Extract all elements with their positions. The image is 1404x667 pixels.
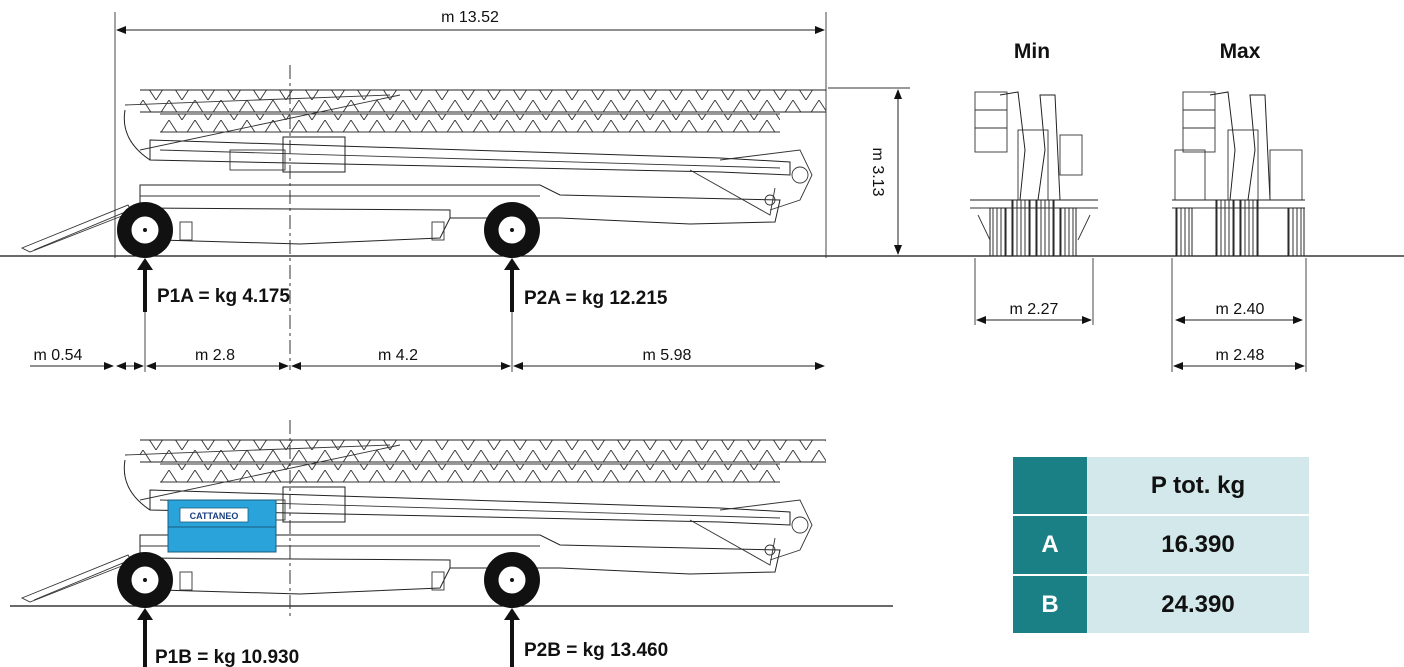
total-weight-table: P tot. kg A 16.390 B 24.390: [1013, 457, 1309, 633]
weight-row-value: 24.390: [1087, 575, 1309, 633]
ballast-logo-text: CATTANEO: [190, 511, 239, 521]
rear-view-min-drawing: [969, 91, 1099, 257]
weight-table-row: A 16.390: [1013, 515, 1309, 576]
side-view-a: m 13.52 m 3.13 P1A = kg 4.175 P2A = kg 1…: [0, 9, 1404, 372]
rear-view-max-title: Max: [1220, 40, 1261, 63]
ballast-logo-plate: [179, 507, 249, 523]
rear-load-label-b: P2B = kg 13.460: [524, 640, 668, 661]
weight-table-corner-cell: [1013, 457, 1087, 516]
height-label: m 3.13: [869, 148, 886, 197]
front-load-label-a: P1A = kg 4.175: [157, 286, 290, 307]
weight-table-header-row: P tot. kg: [1013, 457, 1309, 516]
front-load-label-b: P1B = kg 10.930: [155, 647, 299, 667]
rear-max-overall-label: m 2.48: [1216, 347, 1265, 364]
rear-min-width-label: m 2.27: [1010, 301, 1059, 318]
weight-row-label: A: [1013, 515, 1087, 576]
side-view-b: CATTANEO P1B = kg 10.930 P2B = kg 13.460: [10, 420, 893, 667]
overall-length-label: m 13.52: [441, 9, 499, 26]
dim-label-1: m 2.8: [195, 347, 235, 364]
rear-view-max: Max m 2.40 m 2.48: [1171, 40, 1307, 372]
crane-drawing-a: [21, 89, 827, 259]
rear-view-min-title: Min: [1014, 40, 1050, 63]
dim-label-0: m 0.54: [34, 347, 83, 364]
dim-label-2: m 4.2: [378, 347, 418, 364]
weight-row-label: B: [1013, 575, 1087, 633]
weight-row-value: 16.390: [1087, 515, 1309, 576]
dim-label-3: m 5.98: [643, 347, 692, 364]
weight-table-header: P tot. kg: [1087, 457, 1309, 516]
rear-load-label-a: P2A = kg 12.215: [524, 288, 668, 309]
crane-drawing-b: [21, 439, 827, 609]
rear-max-track-label: m 2.40: [1216, 301, 1265, 318]
rear-view-min: Min m 2.27: [969, 40, 1099, 325]
weight-table-row: B 24.390: [1013, 575, 1309, 633]
rear-view-max-drawing: [1171, 91, 1306, 257]
